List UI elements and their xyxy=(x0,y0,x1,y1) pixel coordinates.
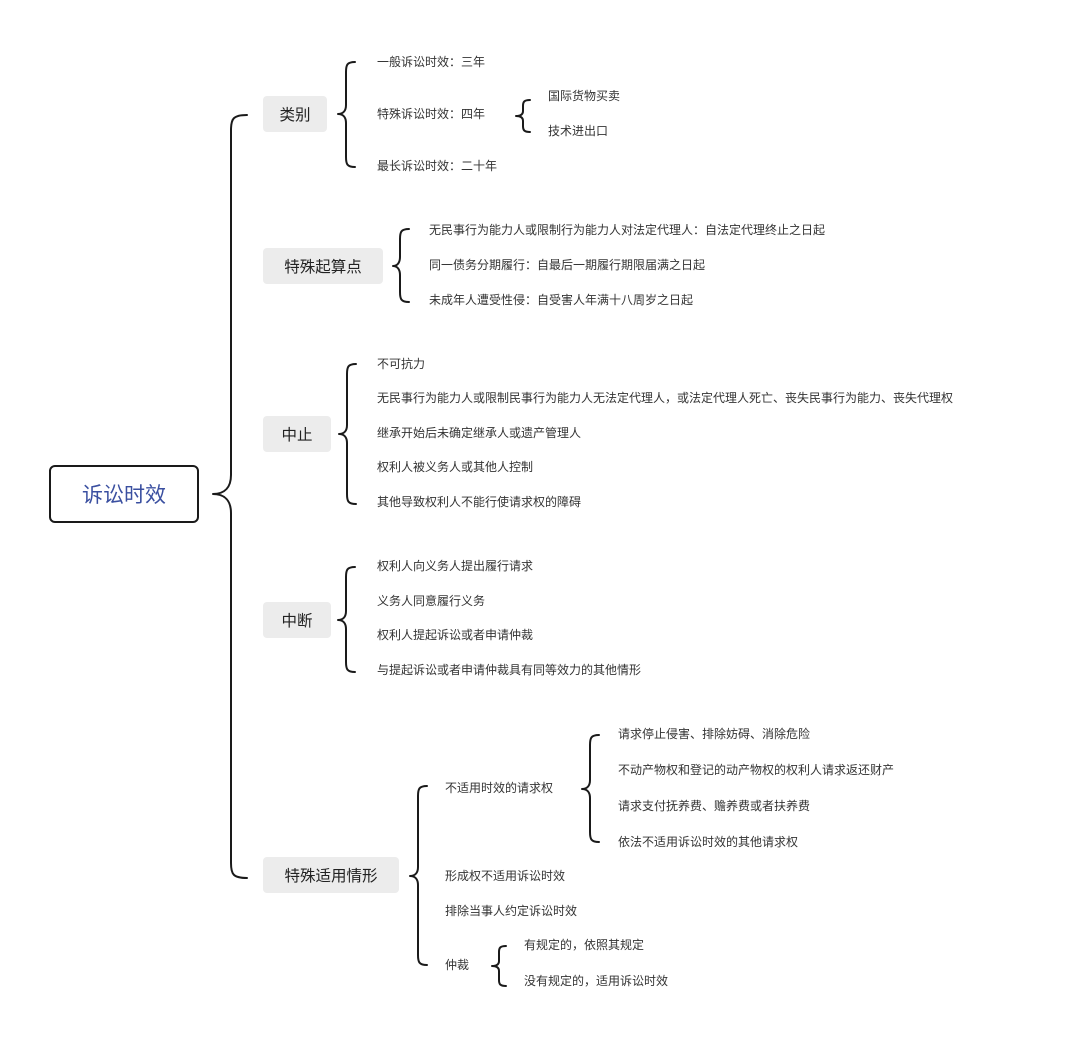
shiyong-bracket xyxy=(409,785,428,966)
category-special-start-point[interactable]: 特殊起算点 xyxy=(263,248,383,284)
leaf-general-limitation: 一般诉讼时效：三年 xyxy=(377,55,486,69)
zhongduan-bracket xyxy=(337,566,356,673)
leaf-not-applicable-item: 依法不适用诉讼时效的其他请求权 xyxy=(618,835,799,849)
leaf-suspension-item: 其他导致权利人不能行使请求权的障碍 xyxy=(377,495,582,509)
zhongzhi-bracket xyxy=(338,363,357,505)
leaf-suspension-item: 权利人被义务人或其他人控制 xyxy=(377,460,534,474)
leaf-not-applicable-item: 不动产物权和登记的动产物权的权利人请求返还财产 xyxy=(618,763,895,777)
root-bracket xyxy=(212,114,248,879)
leaf-suspension-item: 不可抗力 xyxy=(377,357,426,371)
leaf-formation-right: 形成权不适用诉讼时效 xyxy=(445,869,566,883)
teshu-sub-bracket xyxy=(515,99,531,133)
leaf-arbitration-item: 有规定的，依照其规定 xyxy=(524,938,645,952)
leaf-not-applicable-item: 请求停止侵害、排除妨碍、消除危险 xyxy=(618,727,811,741)
leaf-suspension-item: 无民事行为能力人或限制民事行为能力人无法定代理人，或法定代理人死亡、丧失民事行为… xyxy=(377,391,954,405)
leaf-interruption-item: 义务人同意履行义务 xyxy=(377,594,486,608)
leaf-start-point-item: 同一债务分期履行：自最后一期履行期限届满之日起 xyxy=(429,258,706,272)
leaf-arbitration-item: 没有规定的，适用诉讼时效 xyxy=(524,974,669,988)
leaf-interruption-item: 权利人提起诉讼或者申请仲裁 xyxy=(377,628,534,642)
leaf-interruption-item: 与提起诉讼或者申请仲裁具有同等效力的其他情形 xyxy=(377,663,642,677)
leaf-not-applicable-item: 请求支付抚养费、赡养费或者扶养费 xyxy=(618,799,811,813)
leaf-start-point-item: 无民事行为能力人或限制行为能力人对法定代理人：自法定代理终止之日起 xyxy=(429,223,826,237)
leaf-special-limitation: 特殊诉讼时效：四年 xyxy=(377,107,486,121)
category-leibie[interactable]: 类别 xyxy=(263,96,327,132)
leaf-suspension-item: 继承开始后未确定继承人或遗产管理人 xyxy=(377,426,582,440)
node-arbitration: 仲裁 xyxy=(445,958,470,972)
leaf-international-goods-sale: 国际货物买卖 xyxy=(548,89,621,103)
node-not-applicable-claims: 不适用时效的请求权 xyxy=(445,781,554,795)
arbitration-bracket xyxy=(491,945,507,987)
leaf-exclude-agreement: 排除当事人约定诉讼时效 xyxy=(445,904,578,918)
leaf-longest-limitation: 最长诉讼时效：二十年 xyxy=(377,159,498,173)
not-applicable-bracket xyxy=(581,734,600,843)
qisuan-bracket xyxy=(392,228,410,303)
category-special-application[interactable]: 特殊适用情形 xyxy=(263,857,399,893)
leibie-bracket xyxy=(337,61,356,168)
root-node[interactable]: 诉讼时效 xyxy=(49,465,199,523)
leaf-technology-import-export: 技术进出口 xyxy=(548,124,609,138)
leaf-interruption-item: 权利人向义务人提出履行请求 xyxy=(377,559,534,573)
category-suspension[interactable]: 中止 xyxy=(263,416,331,452)
leaf-start-point-item: 未成年人遭受性侵：自受害人年满十八周岁之日起 xyxy=(429,293,694,307)
category-interruption[interactable]: 中断 xyxy=(263,602,331,638)
